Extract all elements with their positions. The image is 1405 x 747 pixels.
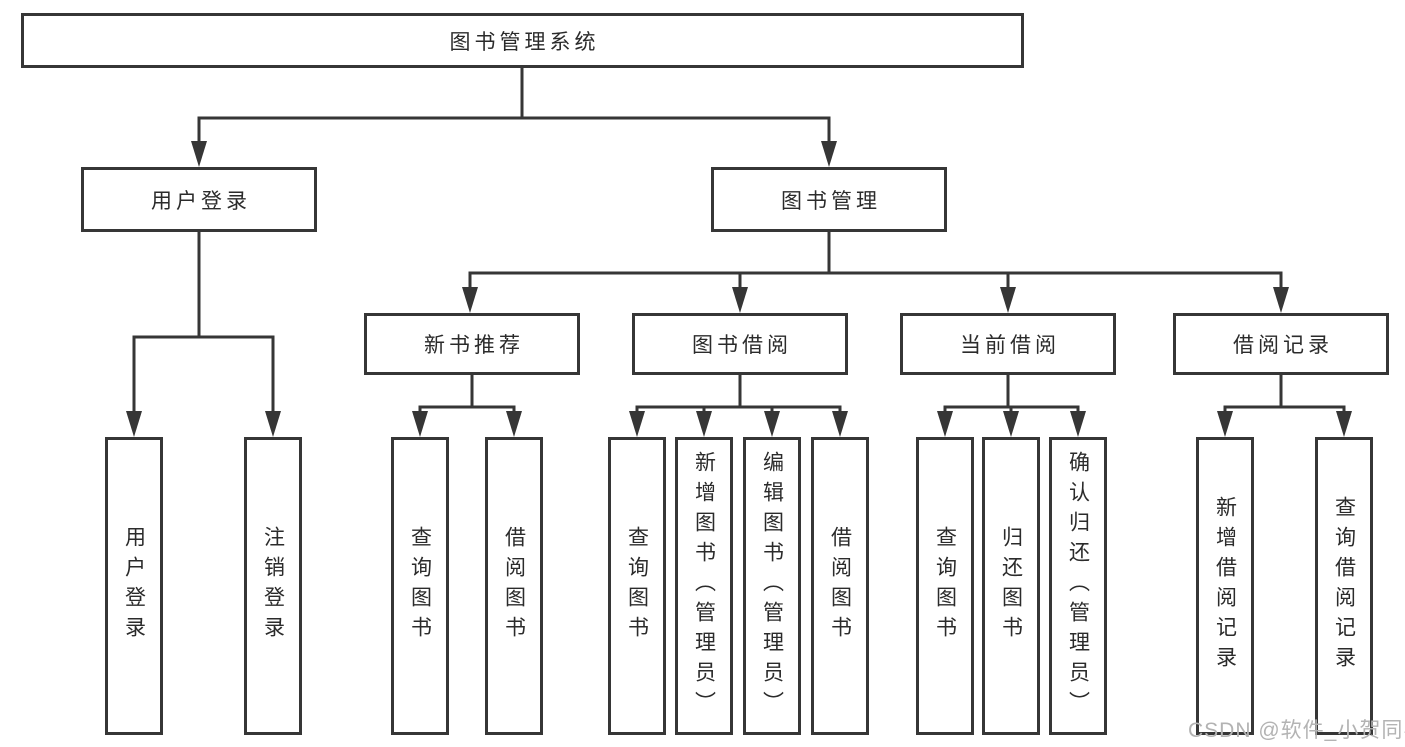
node-new-book-recommend: 新书推荐: [364, 313, 580, 375]
leaf-add-books-admin: 新增图书（管理员）: [675, 437, 733, 735]
leaf-query-books-2: 查询图书: [608, 437, 666, 735]
leaf-query-borrow-record-label: 查询借阅记录: [1332, 496, 1356, 676]
leaf-query-borrow-record: 查询借阅记录: [1315, 437, 1373, 735]
leaf-query-books-3-label: 查询图书: [933, 526, 957, 646]
leaf-edit-books-admin: 编辑图书（管理员）: [743, 437, 801, 735]
leaf-borrow-books-1-label: 借阅图书: [502, 526, 526, 646]
leaf-logout: 注销登录: [244, 437, 302, 735]
node-current-borrow: 当前借阅: [900, 313, 1116, 375]
leaf-add-borrow-record: 新增借阅记录: [1196, 437, 1254, 735]
leaf-borrow-books-2: 借阅图书: [811, 437, 869, 735]
leaf-confirm-return-admin: 确认归还（管理员）: [1049, 437, 1107, 735]
leaf-query-books-3: 查询图书: [916, 437, 974, 735]
leaf-borrow-books-2-label: 借阅图书: [828, 526, 852, 646]
leaf-edit-books-admin-label: 编辑图书（管理员）: [760, 451, 784, 721]
leaf-return-books: 归还图书: [982, 437, 1040, 735]
node-book-borrow: 图书借阅: [632, 313, 848, 375]
leaf-query-books-1: 查询图书: [391, 437, 449, 735]
node-root: 图书管理系统: [21, 13, 1024, 68]
leaf-user-login: 用户登录: [105, 437, 163, 735]
leaf-borrow-books-1: 借阅图书: [485, 437, 543, 735]
node-borrow-record: 借阅记录: [1173, 313, 1389, 375]
node-user-login: 用户登录: [81, 167, 317, 232]
leaf-query-books-1-label: 查询图书: [408, 526, 432, 646]
leaf-add-borrow-record-label: 新增借阅记录: [1213, 496, 1237, 676]
arrowheads: [126, 141, 1352, 437]
leaf-confirm-return-admin-label: 确认归还（管理员）: [1066, 451, 1090, 721]
csdn-watermark: CSDN @软件_小贺同学: [1188, 719, 1405, 742]
node-book-management: 图书管理: [711, 167, 947, 232]
leaf-return-books-label: 归还图书: [999, 526, 1023, 646]
leaf-add-books-admin-label: 新增图书（管理员）: [692, 451, 716, 721]
leaf-user-login-label: 用户登录: [122, 526, 146, 646]
leaf-logout-label: 注销登录: [261, 526, 285, 646]
leaf-query-books-2-label: 查询图书: [625, 526, 649, 646]
